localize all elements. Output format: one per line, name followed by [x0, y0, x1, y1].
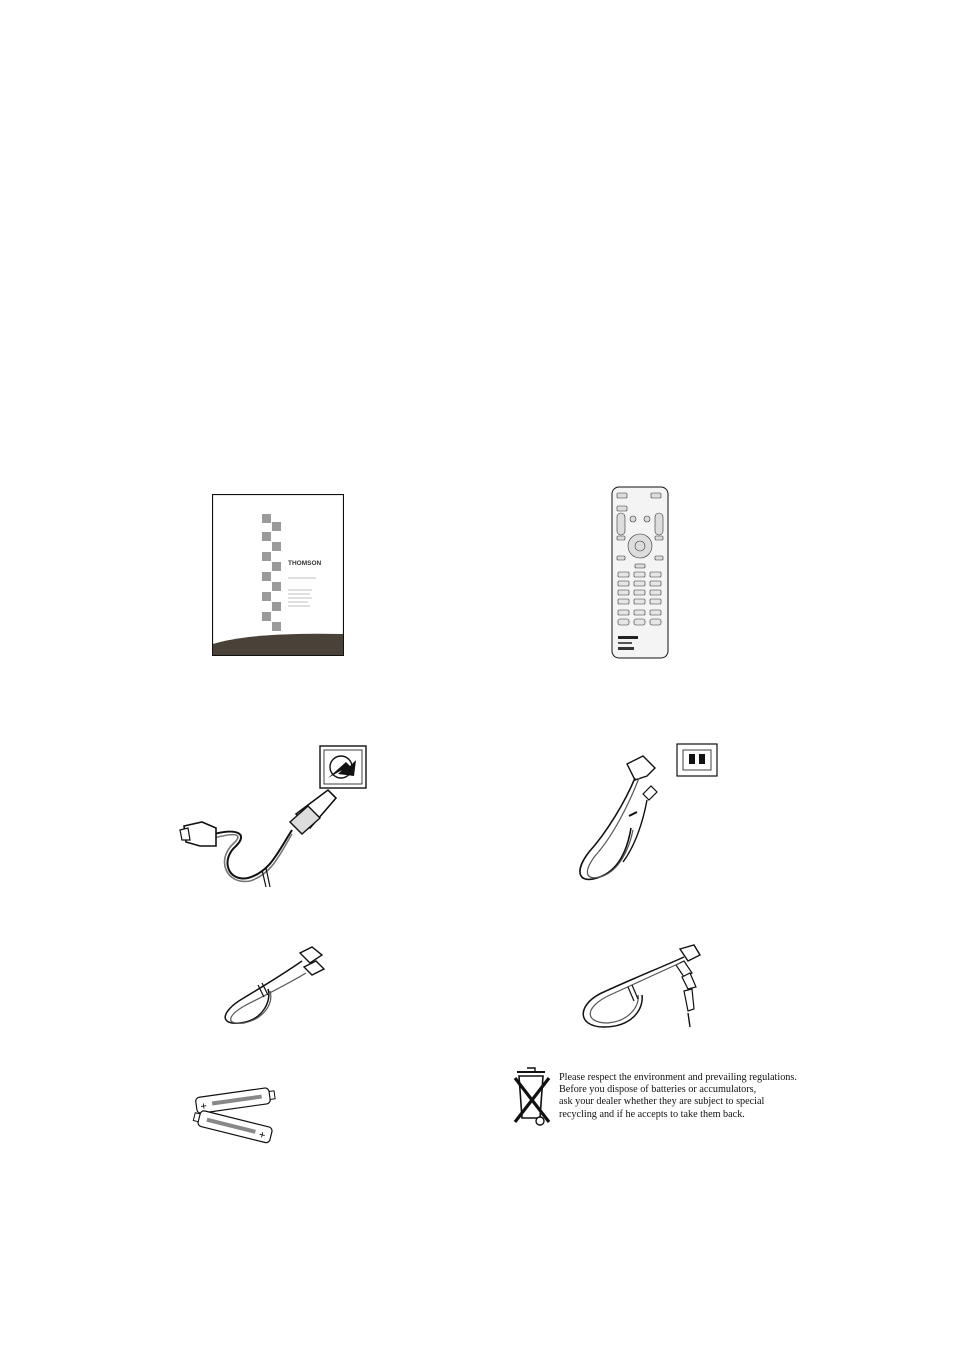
crossed-out-wheelie-bin-icon	[513, 1066, 553, 1128]
notice-line: ask your dealer whether they are subject…	[559, 1096, 859, 1108]
av-cable-illustration	[572, 943, 708, 1031]
user-manual-illustration: THOMSON	[212, 494, 344, 656]
battery-disposal-notice: Please respect the environment and preva…	[559, 1072, 859, 1121]
batteries-illustration: + +	[190, 1085, 282, 1149]
notice-line: recycling and if he accepts to take them…	[559, 1109, 859, 1121]
manual-brand: THOMSON	[288, 560, 322, 567]
uk-power-cord-illustration	[567, 742, 719, 884]
notice-line: Please respect the environment and preva…	[559, 1072, 859, 1084]
euro-power-cord-illustration	[178, 742, 368, 888]
remote-control-illustration	[611, 486, 669, 659]
scart-cable-illustration	[212, 945, 330, 1027]
notice-line: Before you dispose of batteries or accum…	[559, 1084, 859, 1096]
